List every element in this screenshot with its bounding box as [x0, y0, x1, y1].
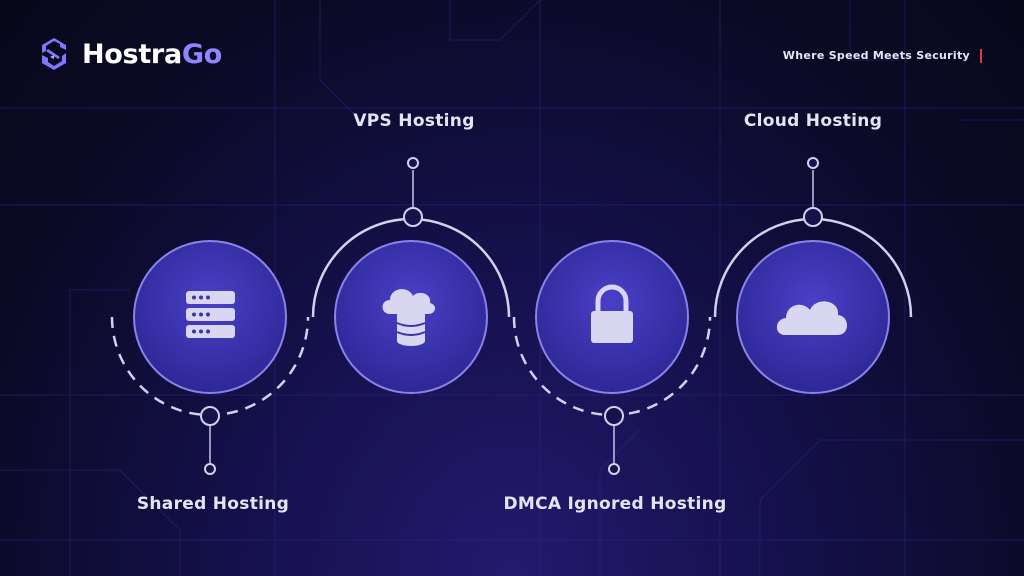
label-vps-hosting: VPS Hosting: [353, 111, 475, 131]
endpoint-cloud: [807, 157, 819, 169]
node-dmca: [604, 406, 624, 426]
endpoint-vps: [407, 157, 419, 169]
node-cloud: [803, 207, 823, 227]
brand-name-primary: Hostra: [82, 38, 182, 70]
label-dmca-ignored-hosting: DMCA Ignored Hosting: [503, 494, 727, 514]
cloud-icon: [776, 301, 847, 335]
label-cloud-hosting: Cloud Hosting: [743, 111, 883, 131]
node-shared: [200, 406, 220, 426]
brand-name-accent: Go: [181, 38, 222, 70]
brand-name: HostraGo: [82, 39, 222, 70]
node-vps: [403, 207, 423, 227]
endpoint-shared: [204, 463, 216, 475]
cloud-database-icon: [382, 289, 436, 346]
tagline: Where Speed Meets Security: [782, 49, 970, 62]
server-rack-icon: [186, 291, 235, 338]
tagline-accent-bar: [980, 49, 982, 63]
padlock-icon: [591, 284, 633, 343]
brand-logo[interactable]: HostraGo: [36, 36, 222, 72]
endpoint-dmca: [608, 463, 620, 475]
hostrago-logo-icon: [42, 38, 66, 70]
label-shared-hosting: Shared Hosting: [136, 494, 290, 514]
